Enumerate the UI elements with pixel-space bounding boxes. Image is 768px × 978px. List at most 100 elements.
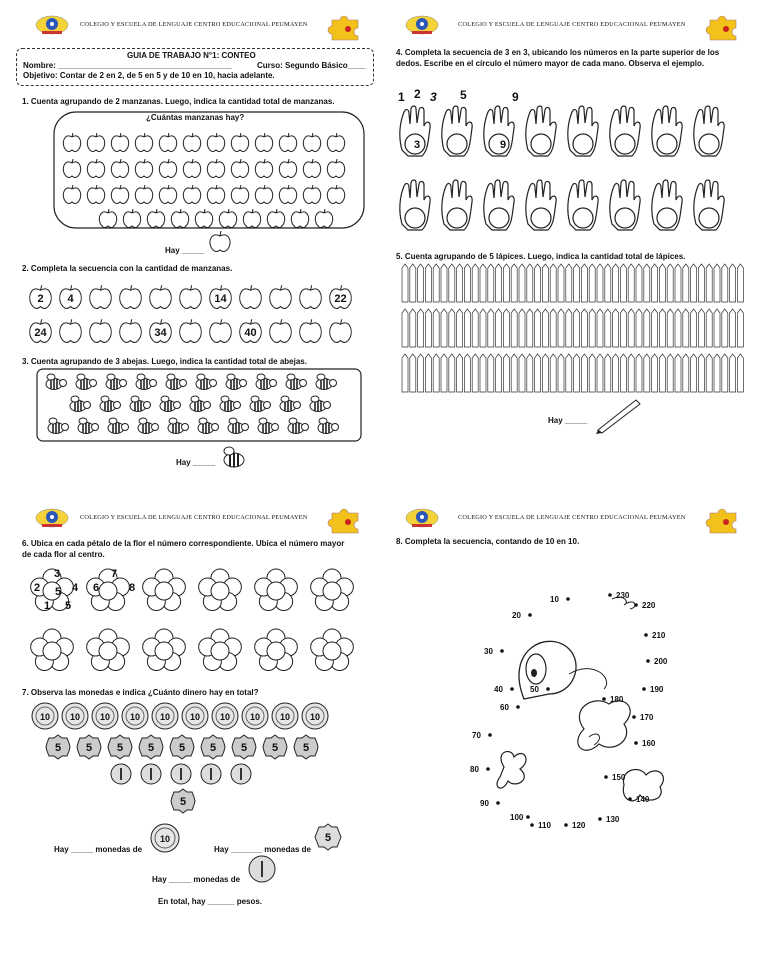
pencil-icon — [620, 353, 627, 393]
hand-icon — [399, 105, 431, 157]
example-circle-number: 3 — [414, 139, 421, 151]
hand-icon — [441, 179, 473, 231]
dot-number: 110 — [538, 821, 551, 830]
pencil-icon — [698, 263, 705, 303]
apple-icon — [146, 208, 166, 229]
dot-number: 180 — [610, 695, 624, 704]
apple-icon — [302, 132, 322, 153]
q3-answer[interactable]: Hay _____ — [176, 458, 216, 467]
pencil-icon — [713, 263, 721, 303]
bee-icon — [195, 373, 217, 390]
bee-icon — [105, 373, 127, 390]
sequence-number: 2 — [37, 293, 43, 305]
pencil-icon — [690, 308, 697, 348]
pencil-icon — [596, 353, 604, 393]
flower-icon — [310, 568, 354, 612]
school-logo-icon — [405, 508, 439, 528]
apple-icon — [179, 285, 202, 309]
pencil-icon — [659, 308, 666, 348]
pencil-icon — [604, 308, 612, 348]
hands-grid — [399, 105, 725, 231]
pencil-icon — [479, 263, 487, 303]
pencil-icon — [588, 353, 596, 393]
svg-text:5: 5 — [303, 742, 309, 754]
pencil-icon — [682, 263, 690, 303]
pencil-icon — [721, 263, 729, 303]
pencil-icon — [495, 263, 502, 303]
pencil-icon — [729, 263, 736, 303]
bee-icon — [129, 395, 151, 412]
q1-answer[interactable]: Hay _____ — [165, 246, 205, 255]
name-field[interactable]: Nombre: ________________________________… — [23, 61, 232, 70]
dot-number: 190 — [650, 685, 664, 694]
q7-answer-1[interactable]: Hay _____ monedas de — [152, 875, 241, 884]
student-info-box: GUIA DE TRABAJO N°1: CONTEO Nombre: ____… — [16, 48, 374, 86]
example-number: 9 — [512, 90, 519, 104]
apple-icon — [110, 158, 130, 179]
svg-text:10: 10 — [310, 712, 320, 722]
dot — [646, 659, 650, 663]
q6-instruction-2: de cada flor al centro. — [22, 550, 105, 559]
apple-icon — [329, 319, 352, 343]
pencil-icon — [705, 353, 713, 393]
bee-icon — [309, 395, 331, 412]
page-header: COLEGIO Y ESCUELA DE LENGUAJE CENTRO EDU… — [0, 8, 384, 42]
petal-number: 6 — [93, 582, 100, 594]
pencil-icon — [487, 353, 495, 393]
hand-icon — [441, 105, 473, 157]
pencil-icon — [643, 263, 651, 303]
svg-text:5: 5 — [117, 742, 123, 754]
sequence-number: 24 — [34, 327, 47, 339]
apple-icon — [206, 184, 226, 205]
apple-icon — [122, 208, 142, 229]
q7-total[interactable]: En total, hay ______ pesos. — [158, 897, 263, 906]
coin-1-icon — [248, 855, 276, 883]
bee-icon — [165, 373, 187, 390]
pencil-icon — [487, 308, 495, 348]
flower-icon — [254, 628, 298, 672]
coin-10-icon: 10 — [61, 702, 89, 730]
pencil-icon — [409, 308, 417, 348]
pencil-icon — [425, 308, 432, 348]
worksheet-page-3: COLEGIO Y ESCUELA DE LENGUAJE CENTRO EDU… — [0, 489, 384, 978]
pencil-icon — [456, 308, 463, 348]
apple-icon — [209, 230, 231, 253]
coin-5-icon: 5 — [314, 823, 342, 851]
petal-number: 5 — [65, 600, 72, 612]
pencil-icon — [643, 308, 651, 348]
pencil-icon — [643, 353, 651, 393]
q5-answer[interactable]: Hay _____ — [548, 416, 588, 425]
pencil-icon — [612, 263, 619, 303]
pencil-icon — [542, 353, 549, 393]
guide-title: GUIA DE TRABAJO N°1: CONTEO — [127, 51, 256, 60]
apple-icon — [59, 319, 82, 343]
bees-box — [36, 368, 362, 442]
dot — [642, 687, 646, 691]
apple-icon — [302, 158, 322, 179]
bee-icon — [255, 373, 277, 390]
q7-answer-10[interactable]: Hay _____ monedas de — [54, 845, 143, 854]
puzzle-logo-icon — [705, 15, 737, 41]
dot — [644, 633, 648, 637]
course-field[interactable]: Curso: Segundo Básico____ — [257, 61, 366, 70]
pencil-icon — [666, 308, 674, 348]
q7-answer-5[interactable]: Hay _______ monedas de — [214, 845, 311, 854]
apple-icon — [209, 319, 232, 343]
worksheet-page-4: COLEGIO Y ESCUELA DE LENGUAJE CENTRO EDU… — [384, 489, 768, 978]
q6-instruction-1: 6. Ubica en cada pétalo de la flor el nú… — [22, 539, 345, 548]
pencil-icon — [729, 353, 736, 393]
bee-icon — [225, 373, 247, 390]
pencil-icon — [542, 308, 549, 348]
pencil-icon — [698, 308, 705, 348]
svg-text:5: 5 — [148, 742, 154, 754]
pencil-icon — [456, 353, 463, 393]
apple-icon — [134, 184, 154, 205]
bee-icon — [135, 373, 157, 390]
pencil-icon — [464, 263, 471, 303]
pencil-icon — [518, 353, 526, 393]
flower-icon — [254, 568, 298, 612]
pencil-icon — [690, 353, 697, 393]
pencil-icon — [581, 308, 588, 348]
puzzle-logo-icon — [327, 508, 359, 534]
q1-instruction: 1. Cuenta agrupando de 2 manzanas. Luego… — [22, 97, 335, 106]
